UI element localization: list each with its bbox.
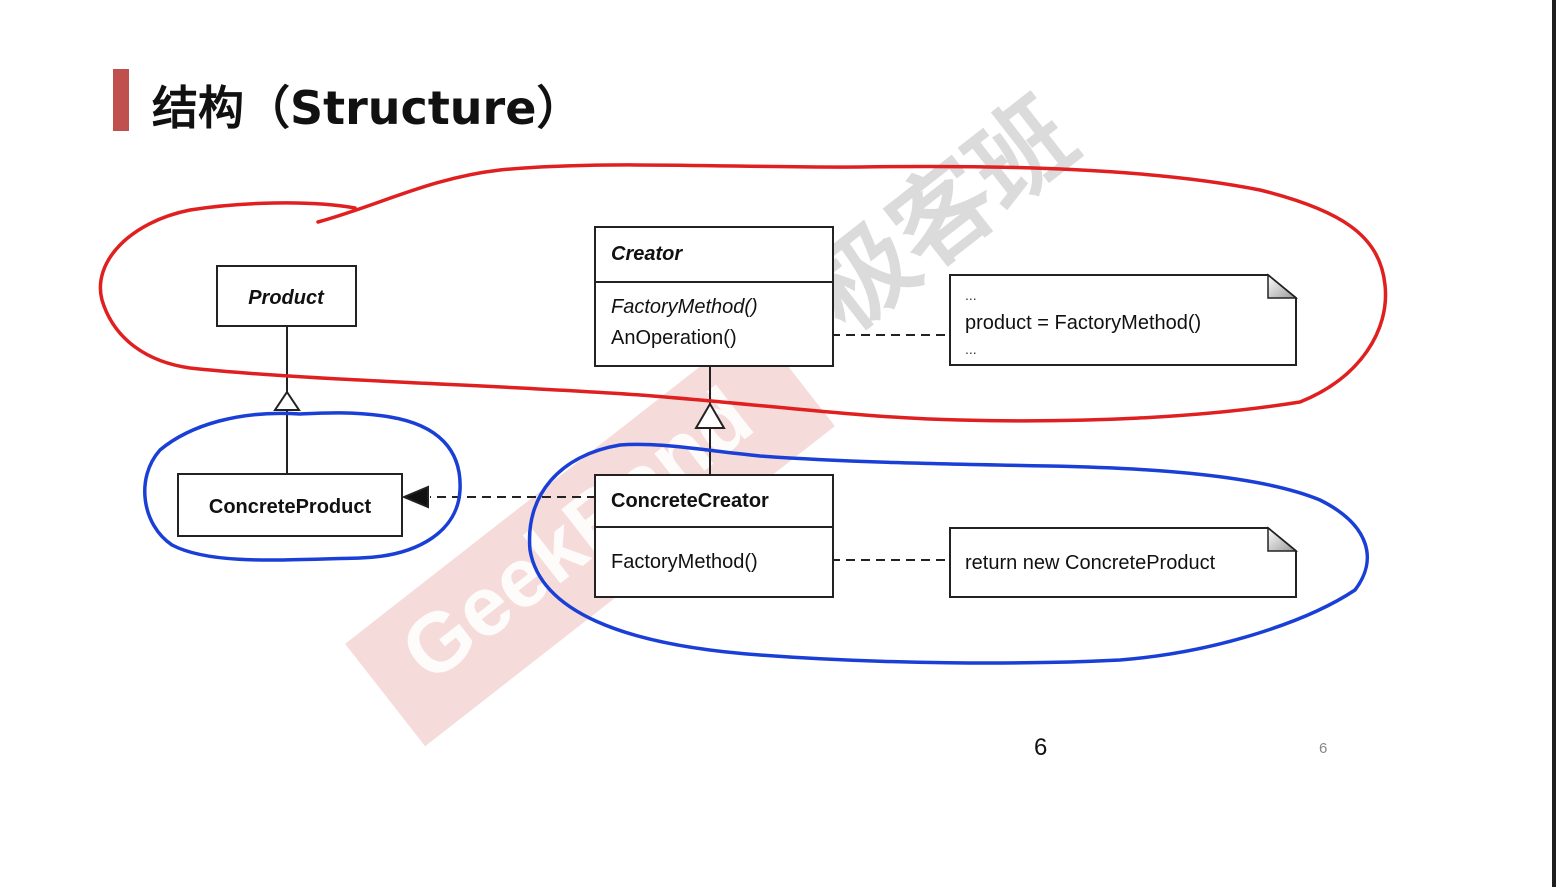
product-class-name: Product (248, 287, 325, 309)
blue-annotation-loop-left (143, 411, 462, 562)
window-right-edge (1552, 0, 1556, 887)
page-number-small: 6 (1319, 740, 1328, 757)
creator-op-an-operation: AnOperation() (611, 327, 737, 349)
creator-op-factory-method: FactoryMethod() (611, 296, 758, 318)
concrete-creator-op-factory-method: FactoryMethod() (611, 551, 758, 573)
page-number: 6 (1034, 734, 1048, 761)
blue-annotation-loop-right (527, 442, 1370, 665)
title-accent-bar (113, 69, 129, 131)
slide-title: 结构（Structure） (152, 81, 583, 135)
creator-note-line-3: ... (965, 341, 977, 357)
creator-class: Creator FactoryMethod() AnOperation() (594, 226, 834, 367)
concrete-creator-class-name: ConcreteCreator (611, 490, 769, 512)
concrete-creator-class: ConcreteCreator FactoryMethod() (594, 474, 834, 598)
red-annotation-loop (98, 163, 1388, 423)
product-class: Product (216, 265, 357, 327)
creator-note-line-2: product = FactoryMethod() (965, 312, 1201, 334)
creator-note: ... product = FactoryMethod() ... (949, 273, 1299, 366)
concrete-product-class-name: ConcreteProduct (209, 496, 372, 518)
concrete-creator-note: return new ConcreteProduct (949, 526, 1299, 598)
creator-class-name: Creator (611, 243, 683, 265)
concrete-creator-note-text: return new ConcreteProduct (965, 552, 1216, 574)
creator-note-line-1: ... (965, 287, 977, 303)
concrete-product-class: ConcreteProduct (177, 473, 403, 537)
